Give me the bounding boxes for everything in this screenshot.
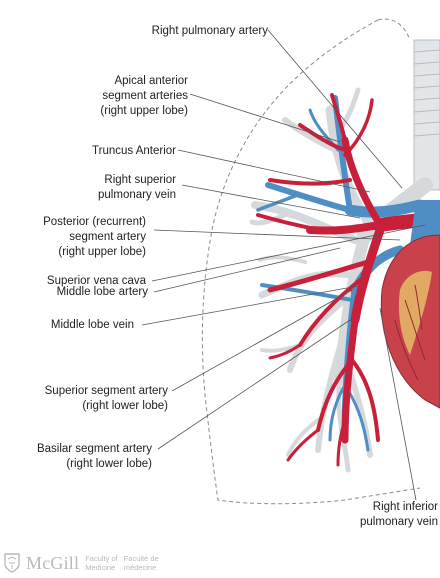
faculty-names: Faculty of Medicine Faculté de médecine	[85, 554, 159, 572]
leader-superior-segment-artery	[171, 289, 353, 392]
faculty-french: Faculté de médecine	[123, 554, 159, 572]
label-middle-lobe-vein: Middle lobe vein	[50, 319, 134, 331]
label-right-superior-pulmonary-vein: Right superior pulmonary vein	[98, 174, 176, 201]
label-posterior-recurrent: Posterior (recurrent) segment artery (ri…	[43, 216, 146, 258]
label-truncus-anterior: Truncus Anterior	[92, 145, 176, 157]
leader-truncus-anterior	[177, 149, 371, 193]
label-middle-lobe-artery: Middle lobe artery	[56, 286, 148, 298]
label-right-pulmonary-artery: Right pulmonary artery	[151, 25, 268, 37]
label-basilar-segment-artery: Basilar segment artery (right lower lobe…	[36, 443, 152, 470]
trachea	[413, 39, 440, 191]
label-superior-vena-cava: Superior vena cava	[46, 275, 146, 287]
leader-right-pulmonary-artery	[267, 29, 403, 189]
leader-apical-anterior	[189, 93, 341, 143]
leader-superior-vena-cava	[151, 224, 426, 282]
label-apical-anterior: Apical anterior segment arteries (right …	[100, 75, 188, 117]
leader-middle-lobe-vein	[141, 285, 359, 326]
mcgill-footer-logo: McGill Faculty of Medicine Faculté de mé…	[4, 548, 159, 578]
label-superior-segment-artery: Superior segment artery (right lower lob…	[44, 385, 168, 412]
coronary-vessels	[394, 284, 426, 381]
leader-middle-lobe-artery	[153, 247, 341, 293]
faculty-english: Faculty of Medicine	[85, 554, 118, 572]
leader-lines	[141, 29, 426, 501]
leader-basilar-segment-artery	[157, 319, 351, 450]
leader-right-inferior-pulmonary-vein	[379, 307, 417, 501]
superior-vena-cava	[410, 200, 440, 245]
label-right-inferior-pulmonary-vein: Right inferior pulmonary vein	[360, 501, 438, 528]
leader-right-superior-pulmonary-vein	[181, 184, 361, 219]
heart-highlight	[398, 270, 432, 355]
mcgill-crest-icon	[4, 553, 20, 573]
lung-apex-outline	[377, 18, 411, 41]
right-lung-outline	[201, 19, 421, 505]
mcgill-brand: McGill	[26, 552, 80, 573]
